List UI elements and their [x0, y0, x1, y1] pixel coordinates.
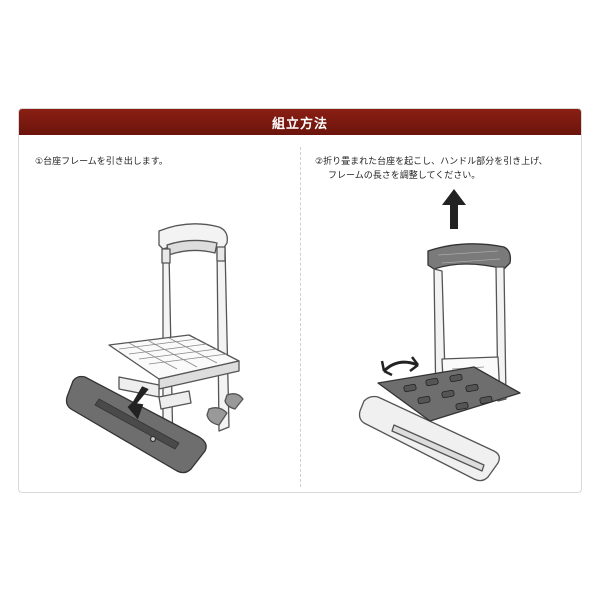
step-1-illustration: [65, 223, 244, 474]
step-2-text-line2: フレームの長さを調整してください。: [328, 171, 481, 181]
section-title: 組立方法: [271, 116, 328, 132]
arrow-down-left-icon: [127, 386, 149, 420]
step-2-text-line1: ②折り畳まれた台座を起こし、ハンドル部分を引き上げ、: [315, 157, 548, 167]
step-divider: [300, 147, 301, 487]
handle-grip: [427, 243, 512, 270]
arrow-up-icon: [442, 189, 466, 229]
assembly-panel: 組立方法 ①台座フレームを引き出します。 ②折り畳まれた台座を起こし、ハンドル部…: [18, 108, 582, 493]
step-2-instruction: ②折り畳まれた台座を起こし、ハンドル部分を引き上げ、 フレームの長さを調整してく…: [315, 155, 547, 183]
step-2-illustration: [358, 189, 521, 482]
wheel-right: [224, 393, 244, 410]
rotate-arrow-icon: [380, 356, 419, 377]
wheel-left: [206, 407, 228, 426]
step-1-instruction: ①台座フレームを引き出します。: [35, 155, 168, 169]
section-header: 組立方法: [19, 109, 581, 135]
step-1-text: ①台座フレームを引き出します。: [35, 157, 168, 167]
